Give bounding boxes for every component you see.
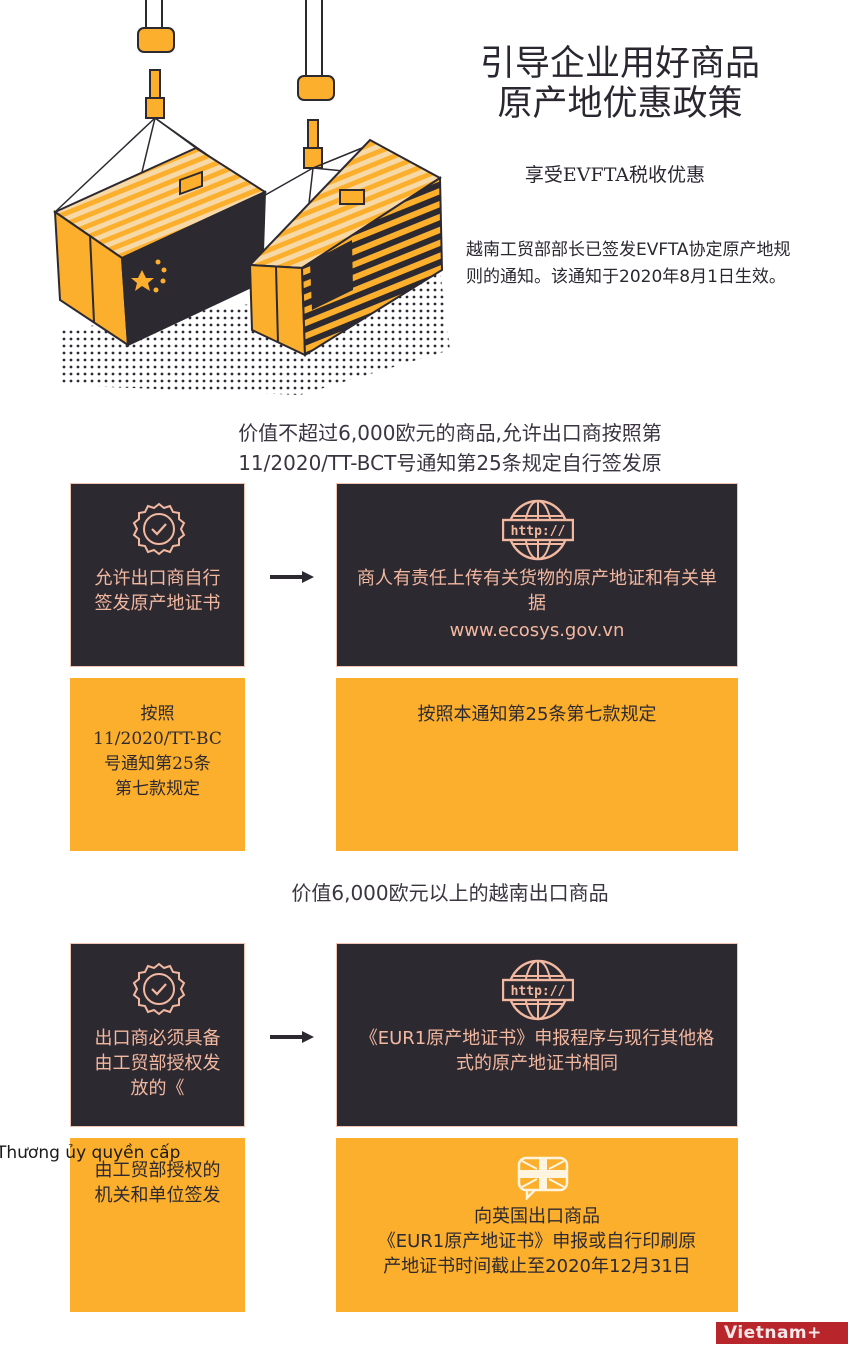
section2-left-orange-text: 由工贸部授权的机关和单位签发 [94, 1160, 221, 1206]
title-line-2: 原产地优惠政策 [497, 84, 743, 124]
section1-heading-line1: 价值不超过6,000欧元的商品,允许出口商按照第 [238, 421, 662, 445]
section1-right-orange-box: 按照本通知第25条第七款规定 [336, 678, 738, 851]
badge-check-icon [132, 502, 186, 556]
section1-left-dark-box: 允许出口商自行签发原产地证书 [70, 483, 245, 667]
section2-left-dark-text: 出口商必须具备由工贸部授权发放的《 [94, 1028, 221, 1099]
section1-heading: 价值不超过6,000欧元的商品,允许出口商按照第 11/2020/TT-BCT号… [120, 418, 780, 478]
page-title: 引导企业用好商品 原产地优惠政策 [455, 44, 785, 124]
intro-text: 越南工贸部部长已签发EVFTA协定原产地规则的通知。该通知于2020年8月1日生… [466, 240, 791, 287]
section1-heading-line2: 11/2020/TT-BCT号通知第25条规定自行签发原 [238, 451, 662, 475]
ecosys-url-link[interactable]: www.ecosys.gov.vn [449, 620, 625, 641]
section2-right-orange-text: 向英国出口商品 《EUR1原产地证书》申报或自行印刷原 产地证书时间截止至202… [336, 1204, 738, 1279]
text-line: 产地证书时间截止至2020年12月31日 [383, 1256, 691, 1277]
containers-illustration [52, 0, 450, 395]
vietnamese-overlay-text: Thương ủy quyền cấp [0, 1143, 181, 1163]
section2-left-dark-box: 出口商必须具备由工贸部授权发放的《 [70, 943, 245, 1127]
text-line: 向英国出口商品 [474, 1206, 600, 1227]
title-line-1: 引导企业用好商品 [479, 44, 760, 84]
svg-text:http://: http:// [511, 984, 566, 999]
section1-left-orange-text: 按照 11/2020/TT-BC 号通知第25条 第七款规定 [70, 702, 245, 802]
text-line: 按照 [140, 704, 175, 724]
uk-flag-speech-icon [517, 1156, 569, 1200]
globe-http-icon: http:// [502, 499, 574, 561]
section1-right-orange-text: 按照本通知第25条第七款规定 [417, 704, 657, 725]
section1-left-dark-text: 允许出口商自行签发原产地证书 [94, 568, 221, 614]
text-line: 第七款规定 [115, 779, 200, 799]
section2-right-dark-text: 《EUR1原产地证书》申报程序与现行其他格式的原产地证书相同 [359, 1028, 715, 1074]
arrow-right-icon [270, 1031, 314, 1043]
section2-right-orange-box: 向英国出口商品 《EUR1原产地证书》申报或自行印刷原 产地证书时间截止至202… [336, 1138, 738, 1312]
section2-right-dark-box: http:// 《EUR1原产地证书》申报程序与现行其他格式的原产地证书相同 [336, 943, 738, 1127]
text-line: 号通知第25条 [104, 754, 211, 774]
section2-heading: 价值6,000欧元以上的越南出口商品 [291, 881, 609, 905]
arrow-right-icon [270, 571, 314, 583]
text-line: 《EUR1原产地证书》申报或自行印刷原 [377, 1231, 697, 1252]
section2-left-orange-box: 由工贸部授权的机关和单位签发 [70, 1138, 245, 1312]
section1-left-orange-box: 按照 11/2020/TT-BC 号通知第25条 第七款规定 [70, 678, 245, 851]
section1-right-dark-box: http:// 商人有责任上传有关货物的原产地证和有关单据 www.ecosys… [336, 483, 738, 667]
svg-text:http://: http:// [511, 524, 566, 539]
vietnamplus-logo: Vietnam+ [716, 1322, 848, 1344]
badge-check-icon [132, 962, 186, 1016]
subtitle: 享受EVFTA税收优惠 [524, 164, 706, 186]
globe-http-icon: http:// [502, 959, 574, 1021]
section1-right-dark-text: 商人有责任上传有关货物的原产地证和有关单据 [357, 568, 717, 614]
text-line: 11/2020/TT-BC [93, 729, 222, 749]
